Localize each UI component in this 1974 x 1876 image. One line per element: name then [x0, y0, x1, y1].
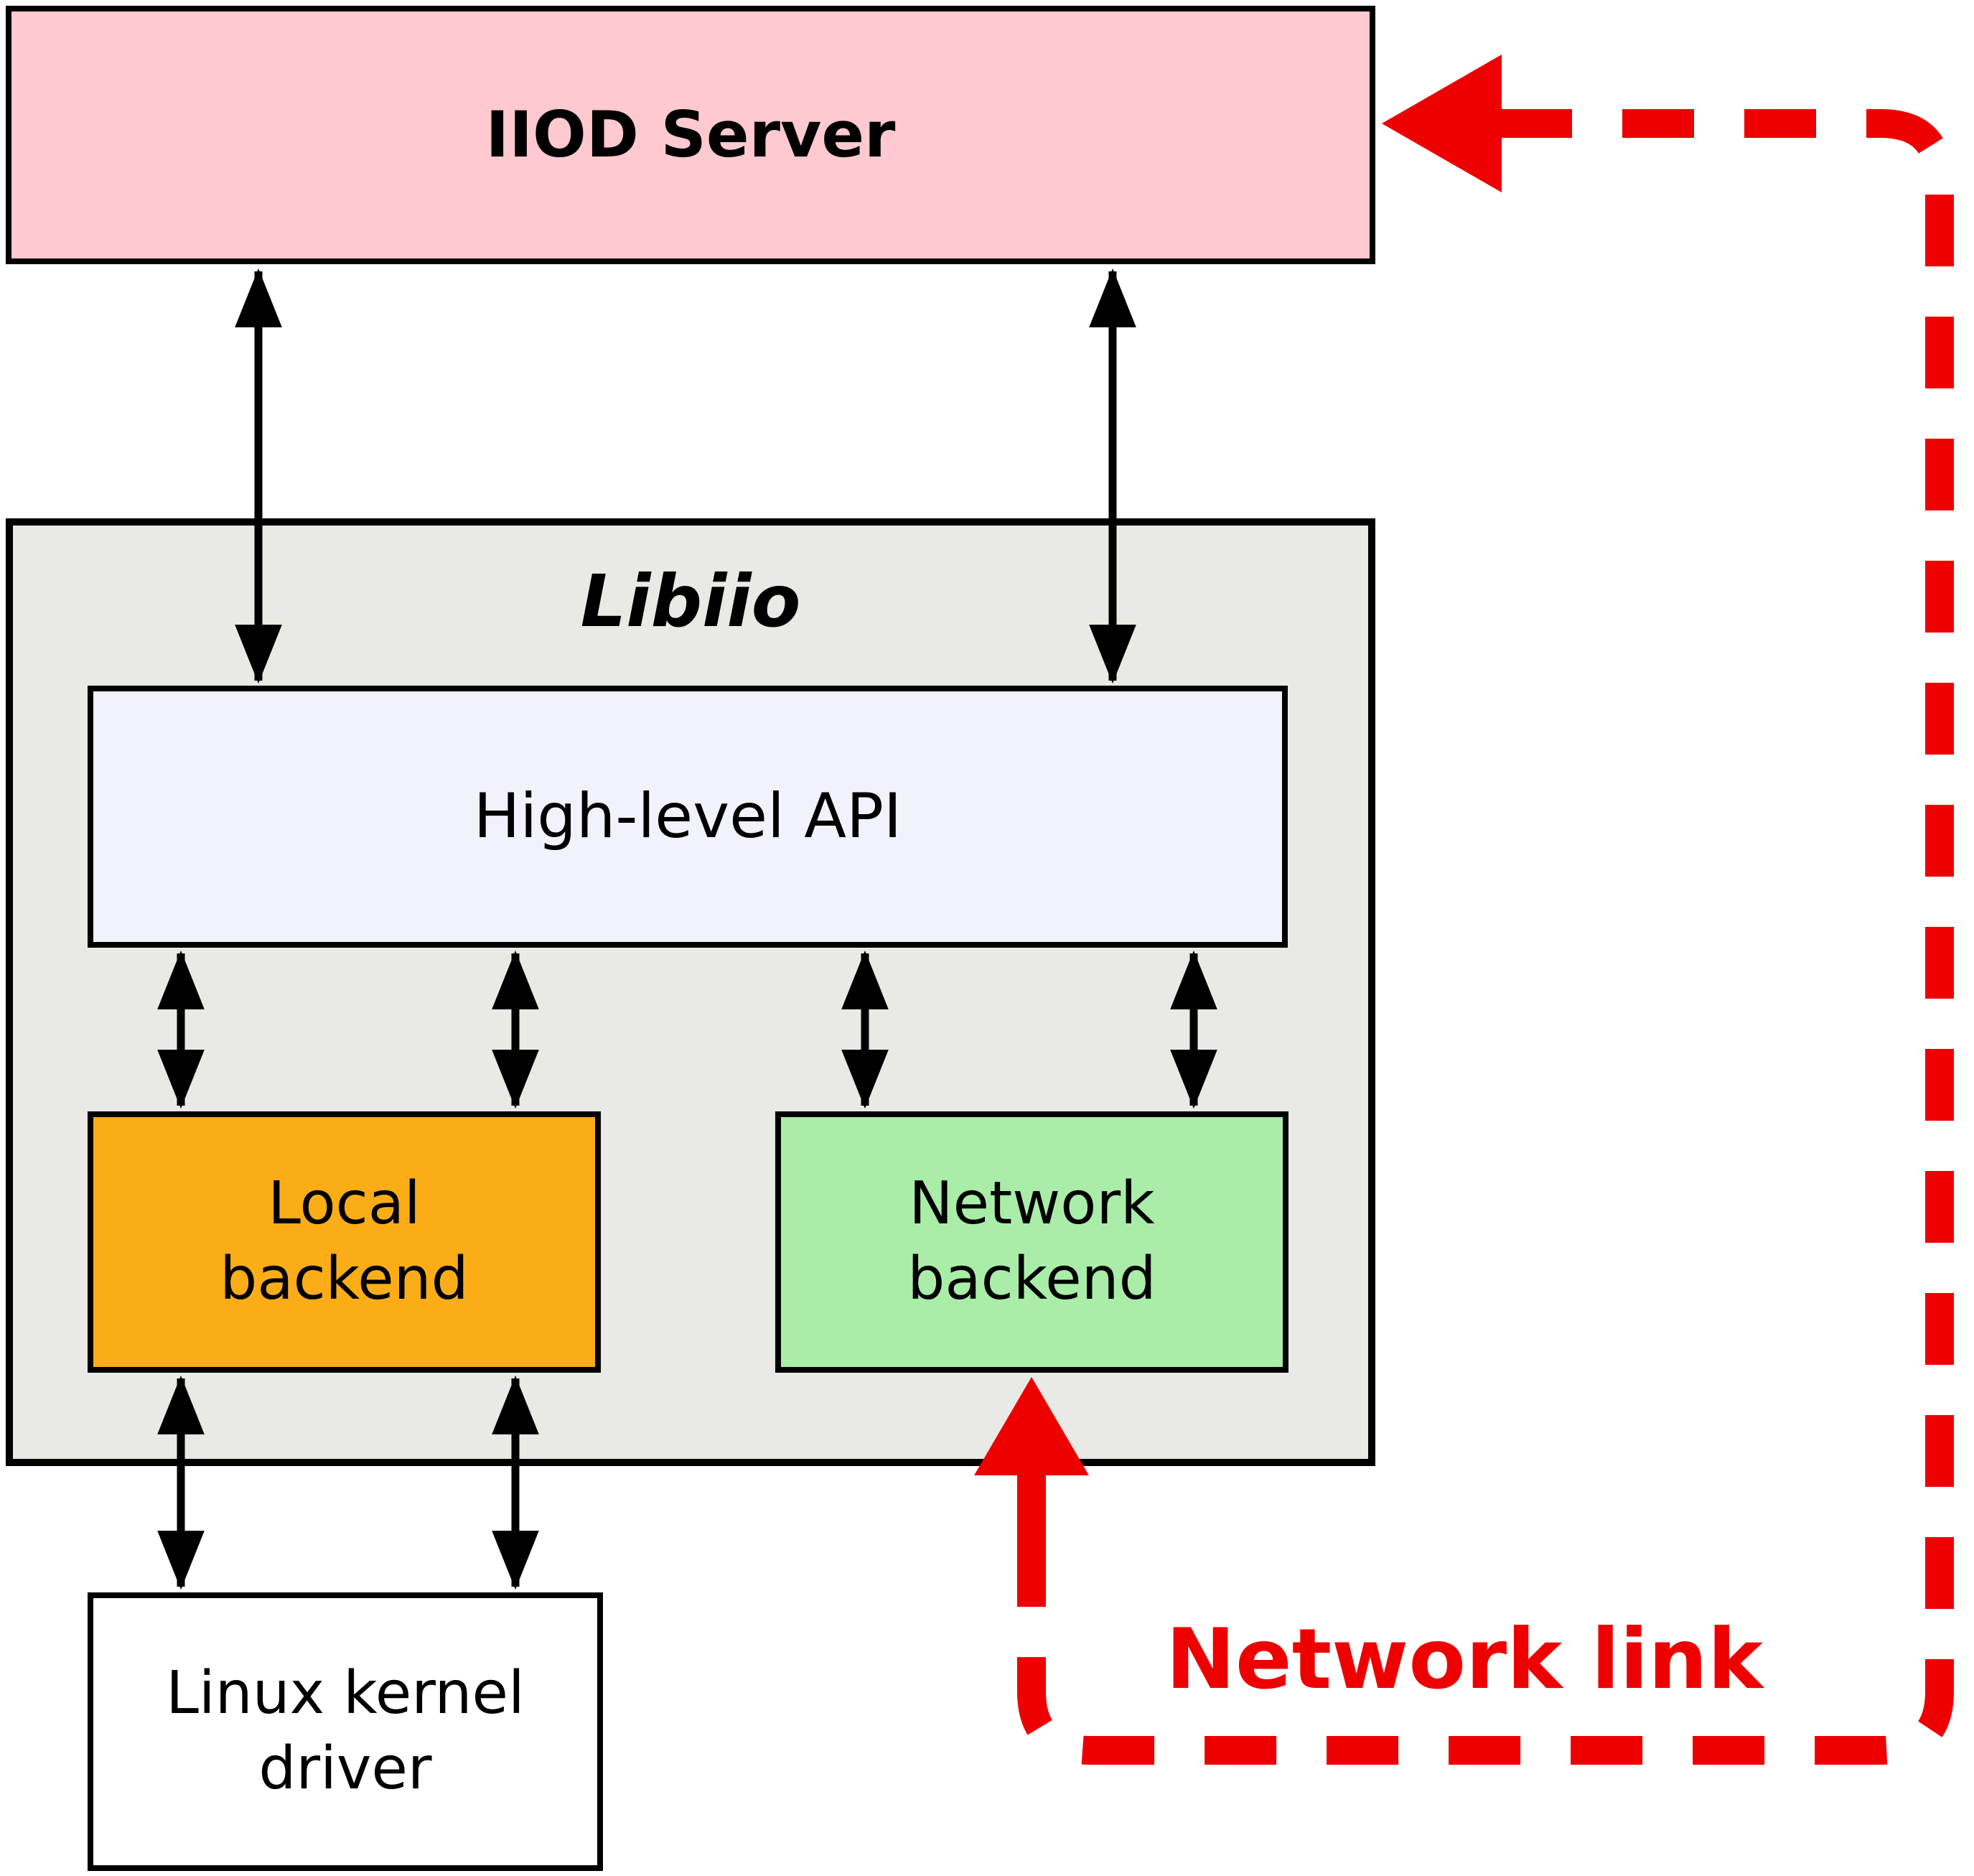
network-link-arrowhead-iiod	[1382, 55, 1502, 192]
network-link-label: Network link	[1165, 1611, 1764, 1708]
local-backend-label: Local backend	[220, 1170, 469, 1313]
linux-kernel-driver-label: Linux kernel driver	[166, 1659, 525, 1803]
high-level-api-box: High-level API	[88, 686, 1288, 948]
libiio-title-label: Libiio	[580, 559, 801, 643]
linux-kernel-driver-box: Linux kernel driver	[88, 1592, 603, 1871]
iiod-server-box: IIOD Server	[6, 6, 1375, 264]
high-level-api-label: High-level API	[473, 780, 902, 853]
local-backend-box: Local backend	[88, 1111, 601, 1373]
network-backend-label: Network backend	[907, 1170, 1156, 1313]
iiod-server-label: IIOD Server	[485, 97, 896, 172]
network-backend-box: Network backend	[775, 1111, 1288, 1373]
